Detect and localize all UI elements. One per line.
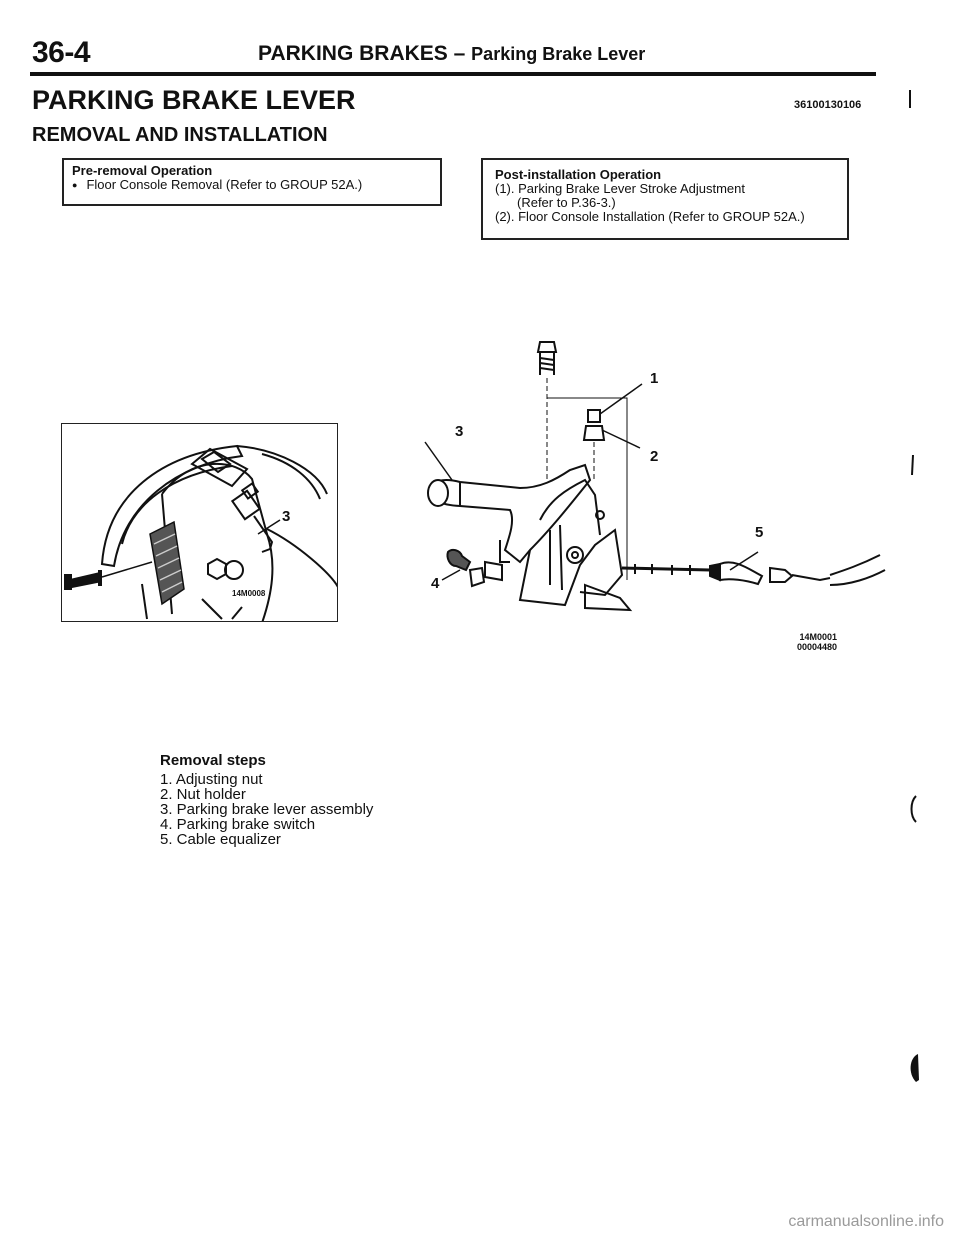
removal-steps-heading: Removal steps — [160, 752, 266, 769]
callout-3: 3 — [455, 423, 464, 440]
running-head: PARKING BRAKES – Parking Brake Lever — [258, 42, 645, 66]
post-installation-box: Post-installation Operation (1). Parking… — [481, 158, 849, 240]
detail-drawing — [64, 444, 337, 621]
subsection-title: Parking Brake Lever — [471, 44, 646, 64]
margin-marks — [909, 90, 919, 1082]
detail-figure-code: 14M0008 — [232, 589, 266, 598]
post-installation-item: (Refer to P.36-3.) — [517, 195, 616, 210]
removal-step: 1. Adjusting nut — [160, 771, 263, 788]
figure-code-line: 14M0001 — [799, 632, 837, 642]
watermark: carmanualsonline.info — [788, 1213, 944, 1230]
page-subtitle: REMOVAL AND INSTALLATION — [32, 124, 328, 146]
removal-step: 3. Parking brake lever assembly — [160, 801, 374, 818]
post-installation-heading: Post-installation Operation — [495, 167, 662, 182]
pre-removal-heading: Pre-removal Operation — [72, 163, 213, 178]
callout-1: 1 — [650, 370, 659, 387]
removal-steps: Removal steps 1. Adjusting nut 2. Nut ho… — [160, 753, 373, 847]
document-code: 36100130106 — [794, 99, 862, 111]
removal-step: 4. Parking brake switch — [160, 816, 316, 833]
removal-step: 5. Cable equalizer — [160, 831, 281, 848]
exploded-view-drawing — [424, 341, 886, 612]
main-figure-code: 14M0001 00004480 — [775, 632, 837, 652]
pre-removal-item: Floor Console Removal (Refer to GROUP 52… — [72, 178, 432, 192]
post-installation-item: (2). Floor Console Installation (Refer t… — [495, 209, 805, 224]
head-separator: – — [453, 42, 466, 65]
figure-code-line: 00004480 — [796, 642, 837, 652]
header-rule — [30, 72, 876, 76]
pre-removal-box: Pre-removal Operation Floor Console Remo… — [62, 158, 442, 206]
post-installation-item: (1). Parking Brake Lever Stroke Adjustme… — [495, 181, 746, 196]
detail-illustration: 3 — [61, 423, 338, 622]
removal-step: 2. Nut holder — [160, 786, 246, 803]
page-number: 36-4 — [32, 36, 91, 69]
page-title: PARKING BRAKE LEVER — [32, 85, 356, 115]
callout-4: 4 — [431, 575, 440, 592]
section-title: PARKING BRAKES — [258, 42, 448, 65]
callout-2: 2 — [650, 448, 659, 465]
callout-5: 5 — [755, 524, 764, 541]
detail-callout-3: 3 — [282, 508, 291, 525]
